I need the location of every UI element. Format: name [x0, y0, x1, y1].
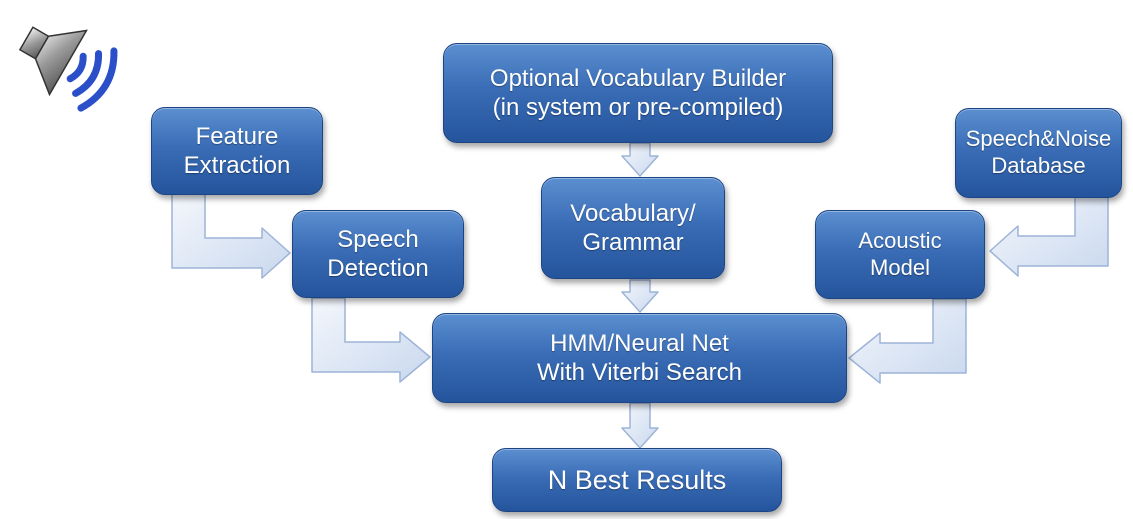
- arrow-db-to-acoustic: [989, 196, 1109, 277]
- node-label-line1: Vocabulary/: [570, 199, 696, 227]
- node-n-best-results: N Best Results: [492, 448, 782, 512]
- node-speech-detection: Speech Detection: [292, 210, 464, 298]
- arrow-hmm-to-nbest: [621, 402, 659, 449]
- node-label-line2: Detection: [327, 255, 429, 282]
- node-label-line2: Database: [991, 153, 1086, 178]
- node-label-line1: Acoustic: [858, 227, 942, 253]
- speaker-icon: [18, 26, 118, 112]
- node-label-line1: Feature: [195, 122, 279, 150]
- node-label-line2: Extraction: [183, 152, 291, 179]
- node-vocabulary-grammar: Vocabulary/ Grammar: [541, 177, 725, 279]
- node-acoustic-model: Acoustic Model: [815, 210, 985, 299]
- node-label: N Best Results: [547, 464, 727, 495]
- node-feature-extraction: Feature Extraction: [151, 107, 323, 195]
- node-label-line1: Speech: [337, 225, 419, 253]
- node-label-line2: Model: [870, 254, 930, 280]
- node-label-line2: With Viterbi Search: [537, 359, 742, 386]
- arrow-feature-to-detection: [171, 193, 291, 279]
- arrow-acoustic-to-hmm: [848, 298, 967, 384]
- arrow-builder-to-grammar: [621, 142, 659, 177]
- node-label-line1: HMM/Neural Net: [550, 329, 729, 357]
- node-vocabulary-builder: Optional Vocabulary Builder (in system o…: [443, 43, 833, 143]
- node-label-line1: Optional Vocabulary Builder: [489, 64, 787, 92]
- node-hmm-neural-net: HMM/Neural Net With Viterbi Search: [432, 313, 847, 403]
- node-speech-noise-database: Speech&Noise Database: [955, 108, 1122, 198]
- arrow-detection-to-hmm: [311, 297, 431, 383]
- node-label-line1: Speech&Noise: [965, 126, 1112, 152]
- node-label-line2: (in system or pre-compiled): [492, 94, 784, 121]
- arrow-grammar-to-hmm: [621, 279, 659, 313]
- node-label-line2: Grammar: [582, 229, 684, 256]
